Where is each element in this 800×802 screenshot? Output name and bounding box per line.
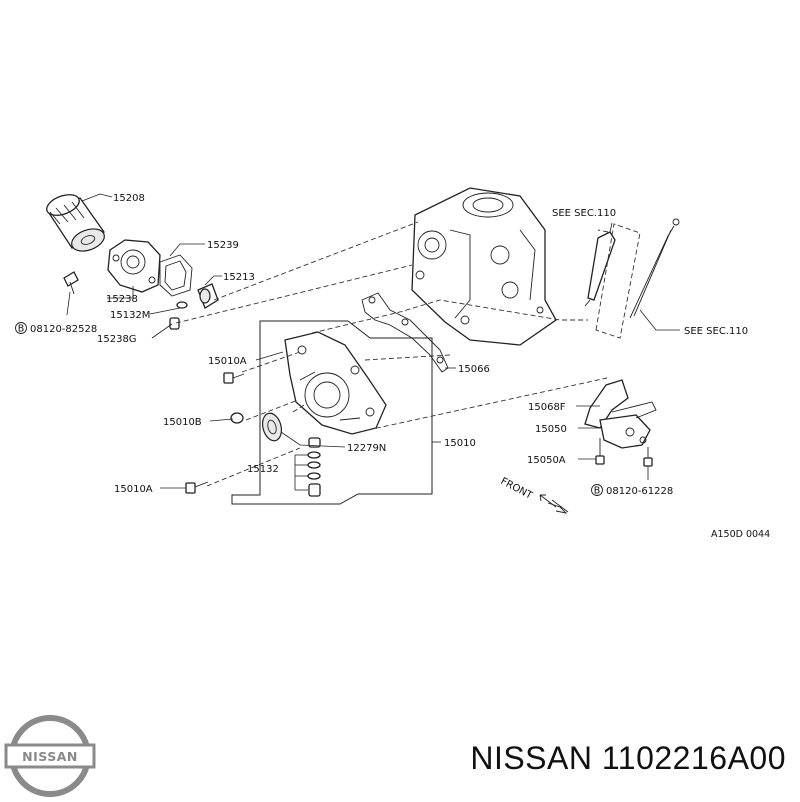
bolt-15010b: [230, 412, 244, 424]
label-08120-82528: 08120-82528: [30, 324, 97, 335]
label-15213: 15213: [223, 272, 255, 283]
oil-pump-group-frame: [231, 320, 433, 505]
label-15238: 15238: [106, 294, 138, 305]
svg-text:B: B: [594, 486, 601, 497]
bolt-08120-61228: [643, 447, 653, 467]
circled-b-2: B: [591, 484, 603, 497]
gasket-15066: [361, 292, 449, 373]
label-15010a-top: 15010A: [208, 356, 247, 367]
label-15239: 15239: [207, 240, 239, 251]
dipstick: [629, 218, 680, 319]
label-see-sec-top: SEE SEC.110: [552, 208, 616, 219]
relief-valve-stack: [294, 437, 321, 497]
label-08120-61228: 08120-61228: [606, 486, 673, 497]
bolt-15050a: [595, 438, 605, 465]
label-15238g: 15238G: [97, 334, 137, 345]
connection-lines: [175, 221, 641, 487]
oil-pump: [284, 331, 387, 435]
label-15010: 15010: [444, 438, 476, 449]
label-see-sec-right: SEE SEC.110: [684, 326, 748, 337]
bolt-15010a-bottom: [185, 481, 209, 494]
front-arrow: [539, 494, 569, 514]
nissan-logo: NISSAN: [4, 715, 96, 797]
seal-12279n: [261, 412, 283, 442]
svg-text:NISSAN: NISSAN: [22, 749, 78, 764]
filter-bracket: [107, 239, 161, 293]
circled-b-1: B: [15, 322, 27, 335]
label-15050: 15050: [535, 424, 567, 435]
part-number-caption: NISSAN 1102216A00: [470, 740, 786, 776]
label-15208: 15208: [113, 193, 145, 204]
label-12279n: 12279N: [347, 443, 386, 454]
label-15050a: 15050A: [527, 455, 566, 466]
dipstick-tube: [584, 231, 616, 307]
label-15010a-bottom: 15010A: [114, 484, 153, 495]
bolt-08120-82528: [63, 271, 79, 295]
brand-footer: NISSAN NISSAN 1102216A00: [0, 690, 800, 800]
oil-strainer: [584, 379, 657, 449]
plug-15238g: [169, 317, 180, 330]
leader-lines: [66, 193, 680, 489]
label-15068f: 15068F: [528, 402, 566, 413]
label-ref-code: A150D 0044: [711, 529, 770, 540]
label-front: FRONT: [499, 476, 535, 502]
oring-15132m: [176, 301, 188, 309]
label-15132: 15132: [247, 464, 279, 475]
label-15132m: 15132M: [110, 310, 150, 321]
pressure-switch: [197, 283, 219, 309]
svg-text:B: B: [18, 324, 25, 335]
gasket-15239: [159, 254, 193, 297]
label-15066: 15066: [458, 364, 490, 375]
bolt-15010a-top: [223, 372, 245, 384]
oil-filter: [46, 194, 105, 252]
engine-block: [411, 187, 557, 346]
label-15010b: 15010B: [163, 417, 202, 428]
